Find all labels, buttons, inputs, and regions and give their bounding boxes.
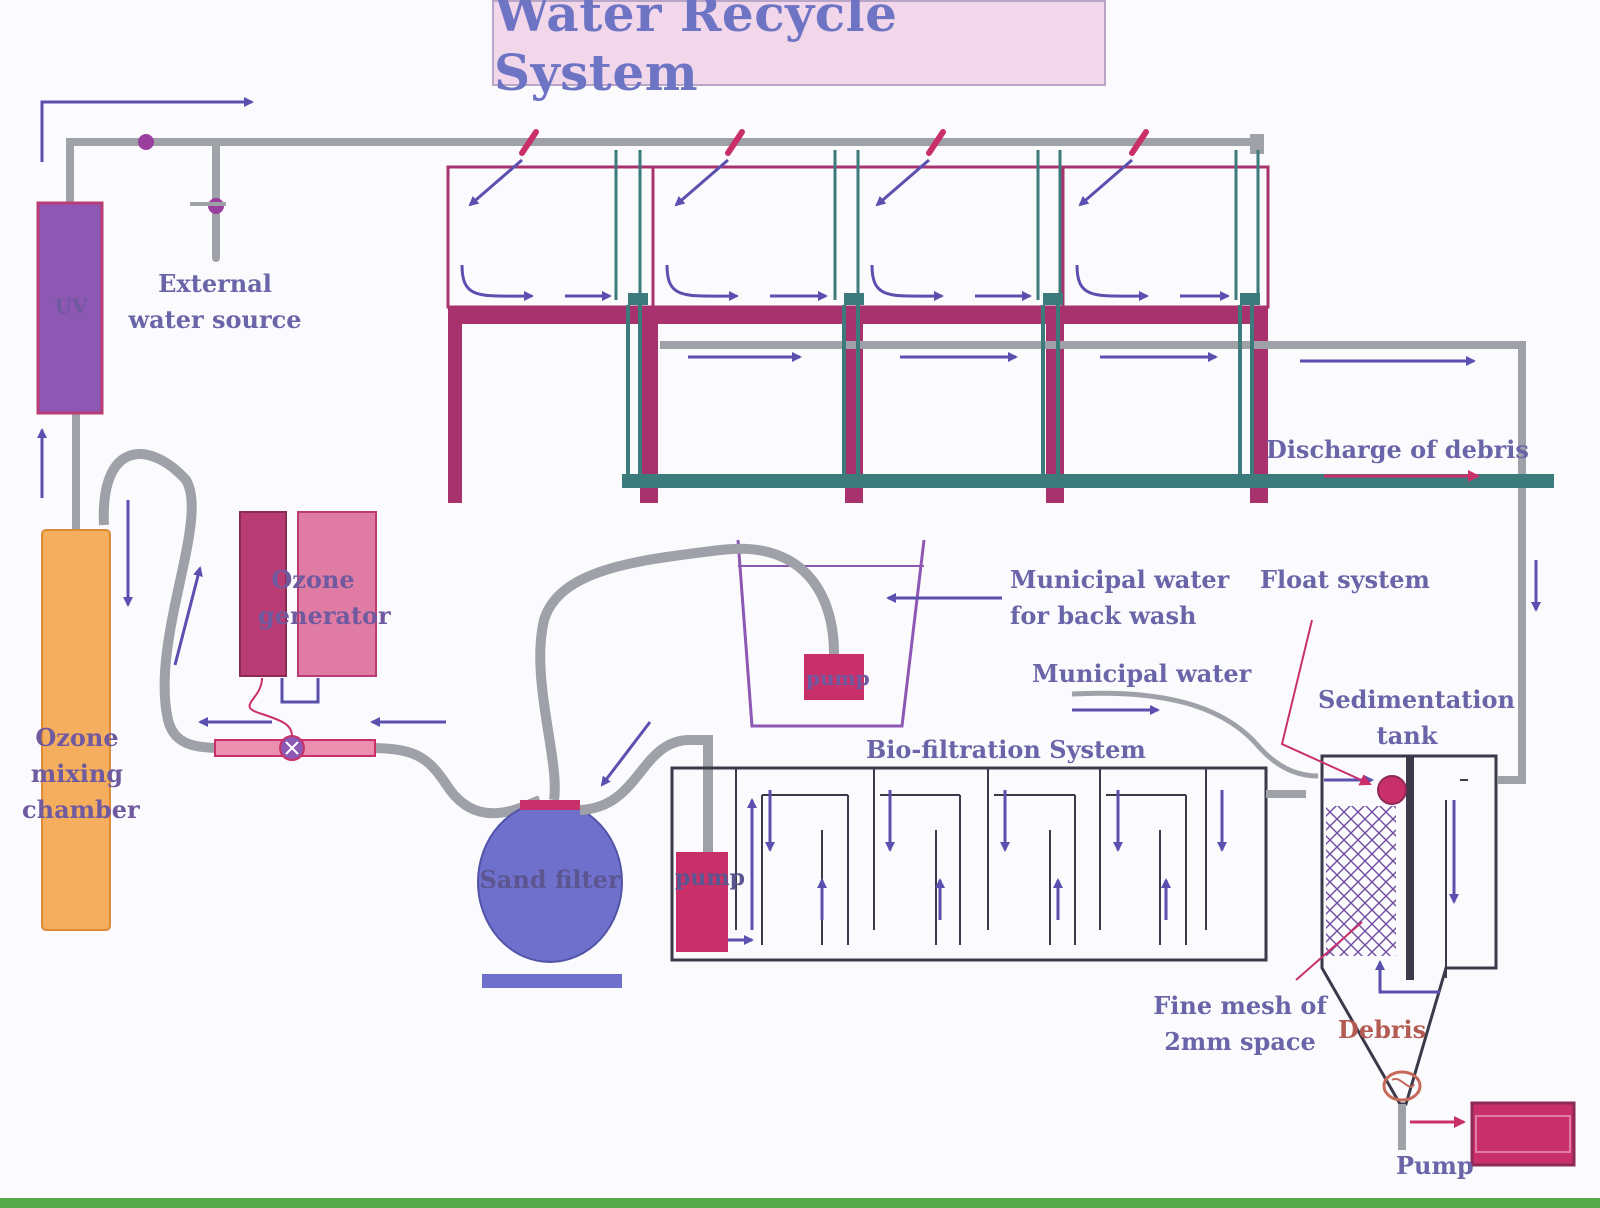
discharge-of-debris-label: Discharge of debris <box>1266 435 1529 464</box>
ozone-mixing-chamber-label: Ozone mixing chamber <box>22 723 140 824</box>
uv-label: UV <box>54 294 88 318</box>
tank-inlet-valves <box>468 129 1149 207</box>
title-banner: Water Recycle System <box>492 0 1106 102</box>
fine-mesh <box>1326 806 1396 956</box>
injector-to-sandfilter-hose <box>369 743 542 819</box>
external-water-source-label: External water source <box>128 269 302 334</box>
ozone-return-hose <box>98 449 231 753</box>
float-ball <box>1377 775 1407 805</box>
sedimentation-tank <box>1320 754 1498 1106</box>
sand-filter-label: Sand filter <box>479 865 621 894</box>
ozone-generator-label: Ozone generator <box>258 565 391 630</box>
ozone-generator-left <box>239 511 287 677</box>
ozone-generator-right <box>297 511 377 677</box>
backwash-tank <box>736 539 926 728</box>
fine-mesh-label: Fine mesh of 2mm space <box>1153 991 1327 1056</box>
municipal-water-label: Municipal water <box>1032 659 1252 688</box>
top-valves <box>138 134 226 214</box>
pipe-end-cap <box>1250 134 1264 154</box>
backwash-pump <box>804 654 864 700</box>
debris-pump <box>1470 1101 1576 1167</box>
debris-pump-label: Pump <box>1396 1151 1474 1180</box>
bio-filtration-tank <box>670 766 1268 962</box>
backwash-hose <box>535 543 839 801</box>
ozone-mixing-chamber <box>41 529 111 931</box>
municipal-water-backwash-label: Municipal water for back wash <box>1010 565 1230 630</box>
top-flow-arrows <box>37 97 254 498</box>
debris-label: Debris <box>1338 1015 1427 1044</box>
bottom-green-bar <box>0 1198 1600 1208</box>
tank-rack <box>446 129 1554 784</box>
backwash-pump-label: pump <box>806 666 870 690</box>
bio-baffles <box>735 768 1207 945</box>
float-system-label: Float system <box>1260 565 1430 594</box>
debris-discharge-pipe <box>622 474 1554 488</box>
bio-filtration-system-label: Bio-filtration System <box>866 735 1146 764</box>
bio-flow-arrows <box>728 790 1227 945</box>
bio-pump <box>676 852 728 952</box>
sedimentation-tank-label: Sedimentation tank <box>1318 685 1515 750</box>
bio-pump-label: pump <box>674 865 746 891</box>
diagram-title: Water Recycle System <box>494 0 898 102</box>
uv-unit <box>36 201 104 415</box>
